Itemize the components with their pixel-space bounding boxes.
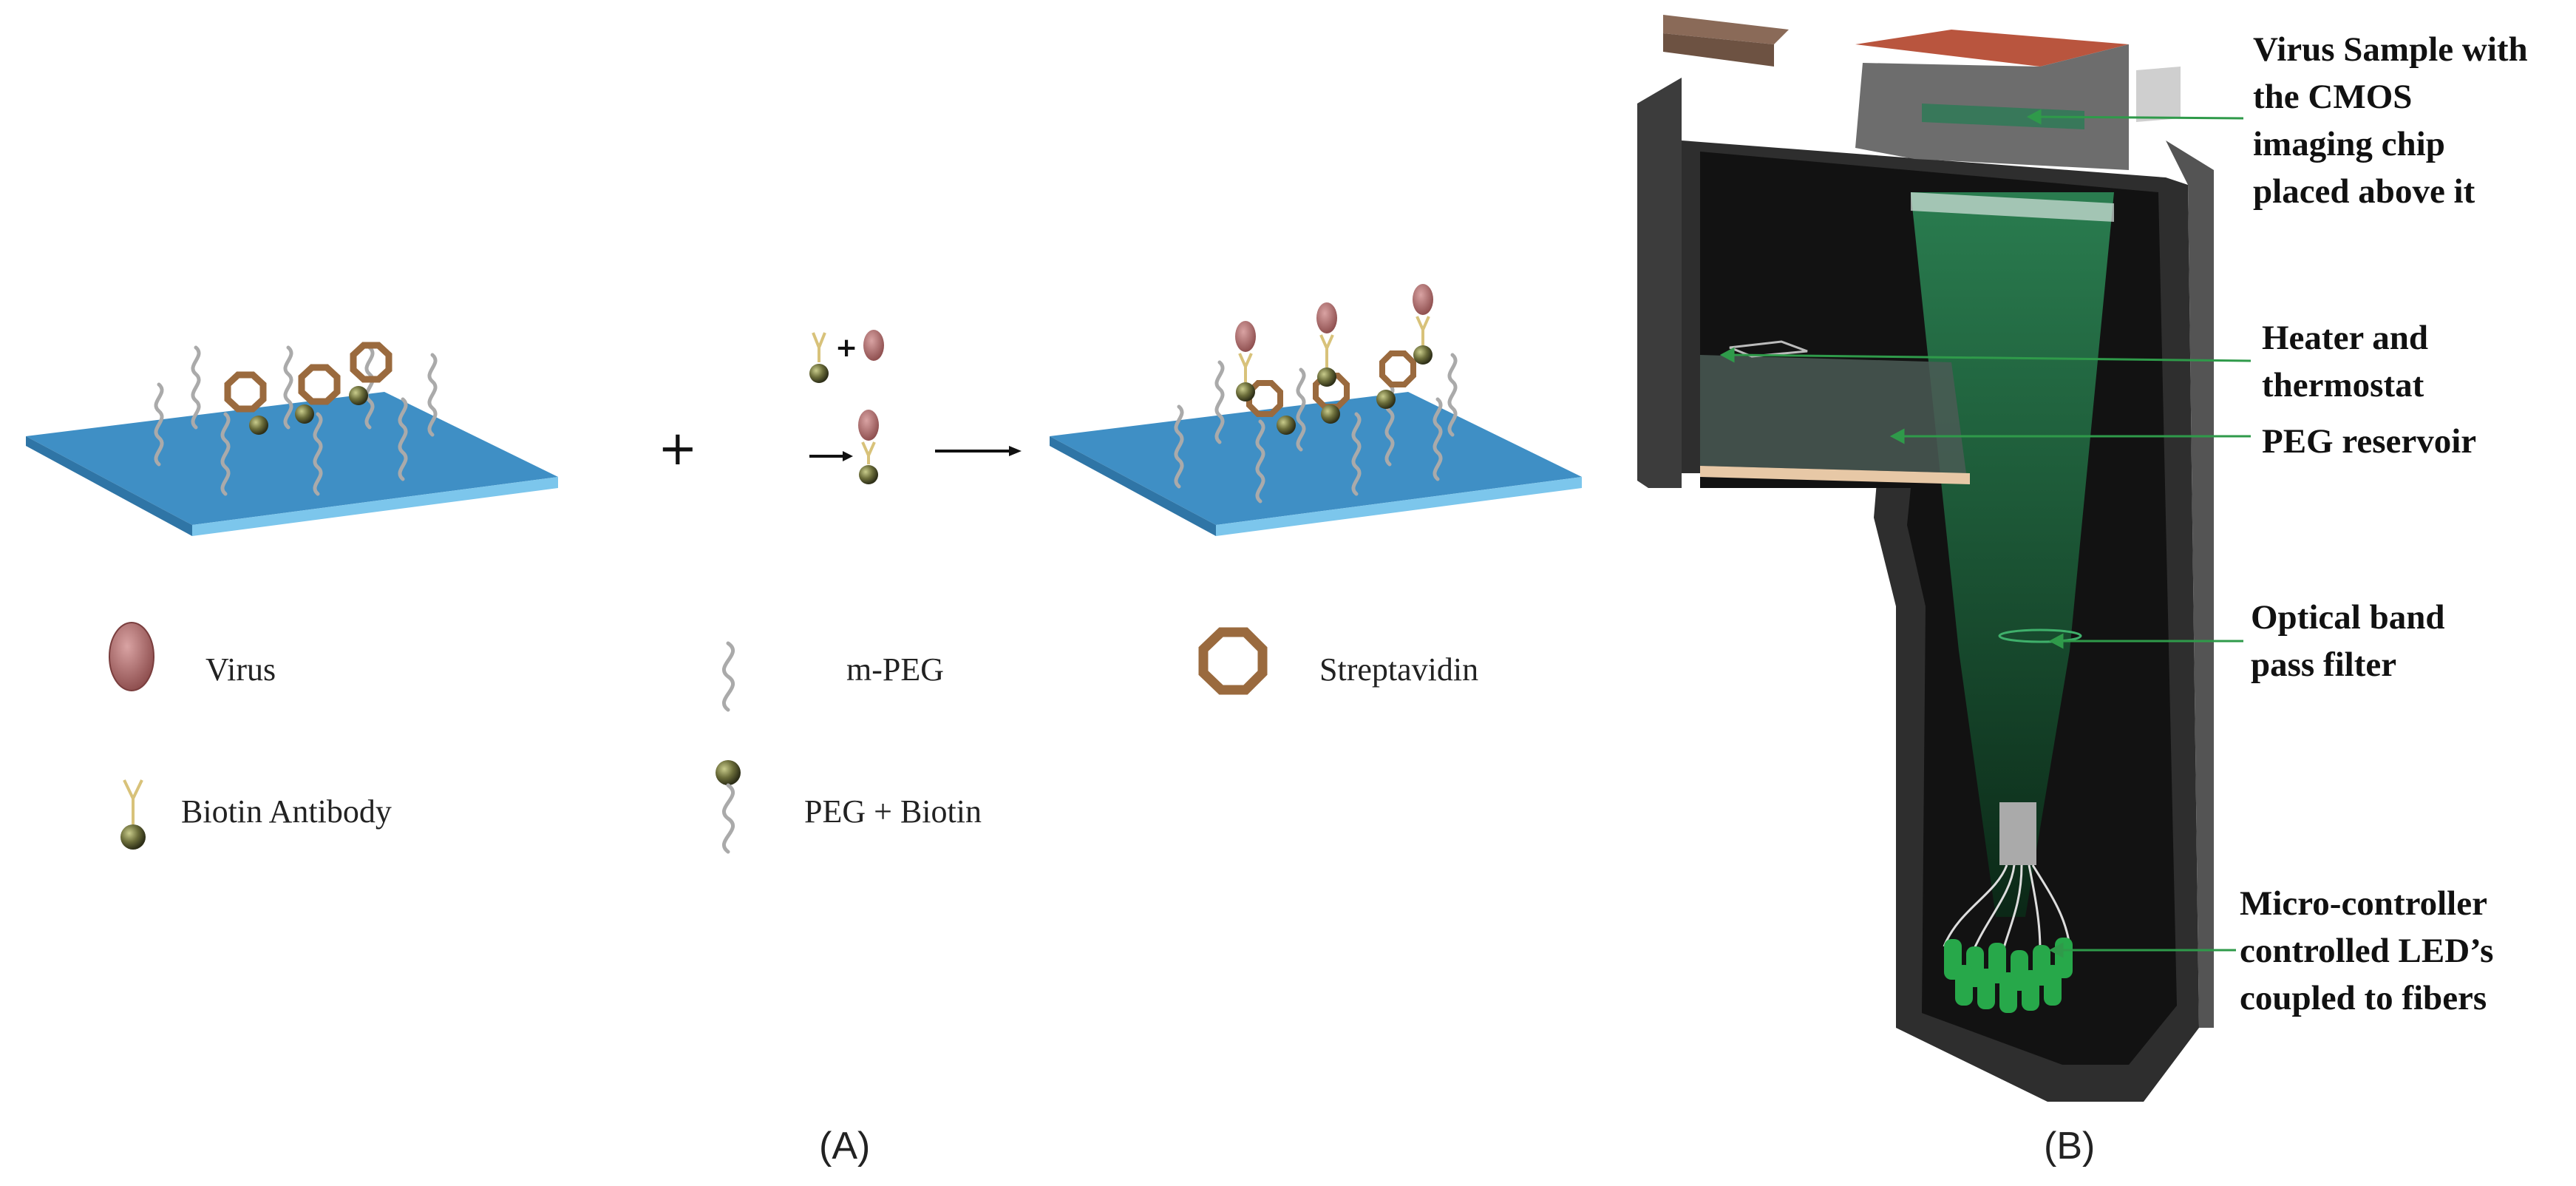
led-array [1943, 802, 2073, 1013]
legend-biotin-antibody-label: Biotin Antibody [181, 793, 392, 830]
plus-sign: + [658, 421, 698, 476]
legend-virus-label: Virus [205, 651, 276, 688]
legend-peg-biotin-icon [716, 760, 741, 854]
callout-peg-reservoir: PEG reservoir [2262, 422, 2477, 461]
light-beam [1911, 192, 2114, 917]
legend-virus-icon [109, 622, 154, 691]
housing-shell [1637, 78, 1682, 488]
callout-led: Micro-controller controlled LED’s couple… [2240, 884, 2494, 1017]
cmos-chip-assembly [1663, 15, 2181, 222]
legend-mpeg-icon [721, 641, 735, 712]
streptavidin-complexes-left [224, 342, 392, 435]
legend-streptavidin-icon [1198, 627, 1268, 695]
panel-b-device-diagram [1637, 15, 2252, 1102]
callout-filter: Optical band pass filter [2251, 598, 2445, 684]
slide-left [26, 392, 558, 536]
panel-a-label: (A) [819, 1125, 871, 1168]
slide-right [1050, 392, 1582, 536]
legend-biotin-antibody-icon [120, 779, 146, 850]
callout-pointers [1719, 109, 2252, 958]
reagent-bound-complex [809, 410, 879, 484]
callout-heater: Heater and thermostat [2262, 319, 2428, 404]
panel-b-label: (B) [2044, 1125, 2096, 1168]
panel-a-diagram [26, 284, 1582, 854]
reaction-arrow [935, 446, 1022, 456]
reagent-antibody-plus-virus [809, 330, 884, 383]
peg-reservoir-block [1700, 340, 1970, 484]
bound-virus-complexes-right [1235, 284, 1433, 435]
legend-mpeg-label: m-PEG [846, 651, 944, 688]
legend-peg-biotin-label: PEG + Biotin [804, 793, 982, 830]
callout-virus-sample: Virus Sample with the CMOS imaging chip … [2253, 30, 2528, 211]
legend-streptavidin-label: Streptavidin [1319, 651, 1479, 688]
reagent-plus-sign: + [835, 333, 858, 363]
